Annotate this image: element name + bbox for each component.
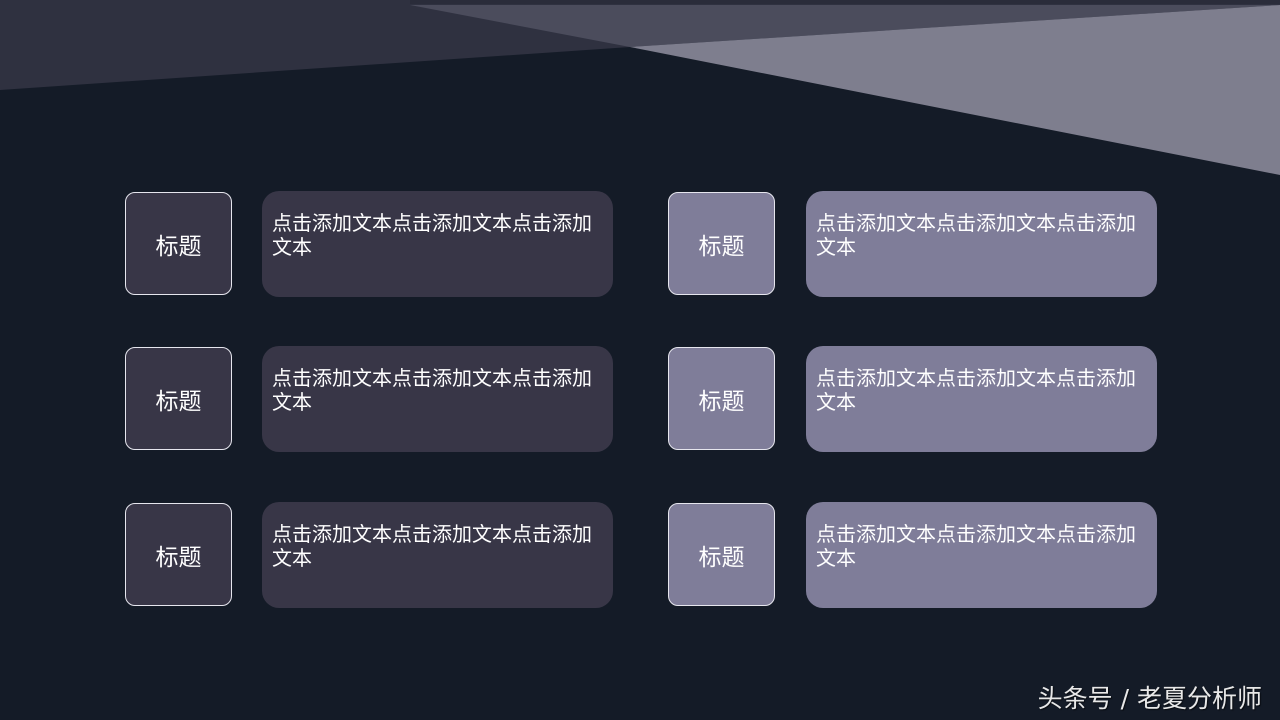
top-mid-triangle [410, 5, 1280, 47]
title-box-left-1[interactable]: 标题 [125, 192, 232, 295]
body-text: 点击添加文本点击添加文本点击添加文本 [816, 211, 1136, 259]
title-box-right-3[interactable]: 标题 [668, 503, 775, 606]
body-text: 点击添加文本点击添加文本点击添加文本 [816, 522, 1136, 570]
title-label: 标题 [698, 388, 745, 415]
title-box-right-2[interactable]: 标题 [668, 347, 775, 450]
title-label: 标题 [155, 544, 202, 571]
title-label: 标题 [698, 544, 745, 571]
top-light-triangle [630, 5, 1280, 175]
body-text: 点击添加文本点击添加文本点击添加文本 [272, 366, 592, 414]
watermark: 头条号 / 老夏分析师 [1037, 684, 1262, 713]
text-box-left-1[interactable]: 点击添加文本点击添加文本点击添加文本 [262, 191, 613, 297]
text-box-left-2[interactable]: 点击添加文本点击添加文本点击添加文本 [262, 346, 613, 452]
title-box-left-3[interactable]: 标题 [125, 503, 232, 606]
text-box-right-3[interactable]: 点击添加文本点击添加文本点击添加文本 [806, 502, 1157, 608]
text-box-right-2[interactable]: 点击添加文本点击添加文本点击添加文本 [806, 346, 1157, 452]
text-box-right-1[interactable]: 点击添加文本点击添加文本点击添加文本 [806, 191, 1157, 297]
title-label: 标题 [698, 233, 745, 260]
body-text: 点击添加文本点击添加文本点击添加文本 [272, 211, 592, 259]
text-box-left-3[interactable]: 点击添加文本点击添加文本点击添加文本 [262, 502, 613, 608]
title-box-right-1[interactable]: 标题 [668, 192, 775, 295]
title-label: 标题 [155, 233, 202, 260]
top-strip [410, 0, 1280, 4]
body-text: 点击添加文本点击添加文本点击添加文本 [272, 522, 592, 570]
body-text: 点击添加文本点击添加文本点击添加文本 [816, 366, 1136, 414]
title-label: 标题 [155, 388, 202, 415]
title-box-left-2[interactable]: 标题 [125, 347, 232, 450]
